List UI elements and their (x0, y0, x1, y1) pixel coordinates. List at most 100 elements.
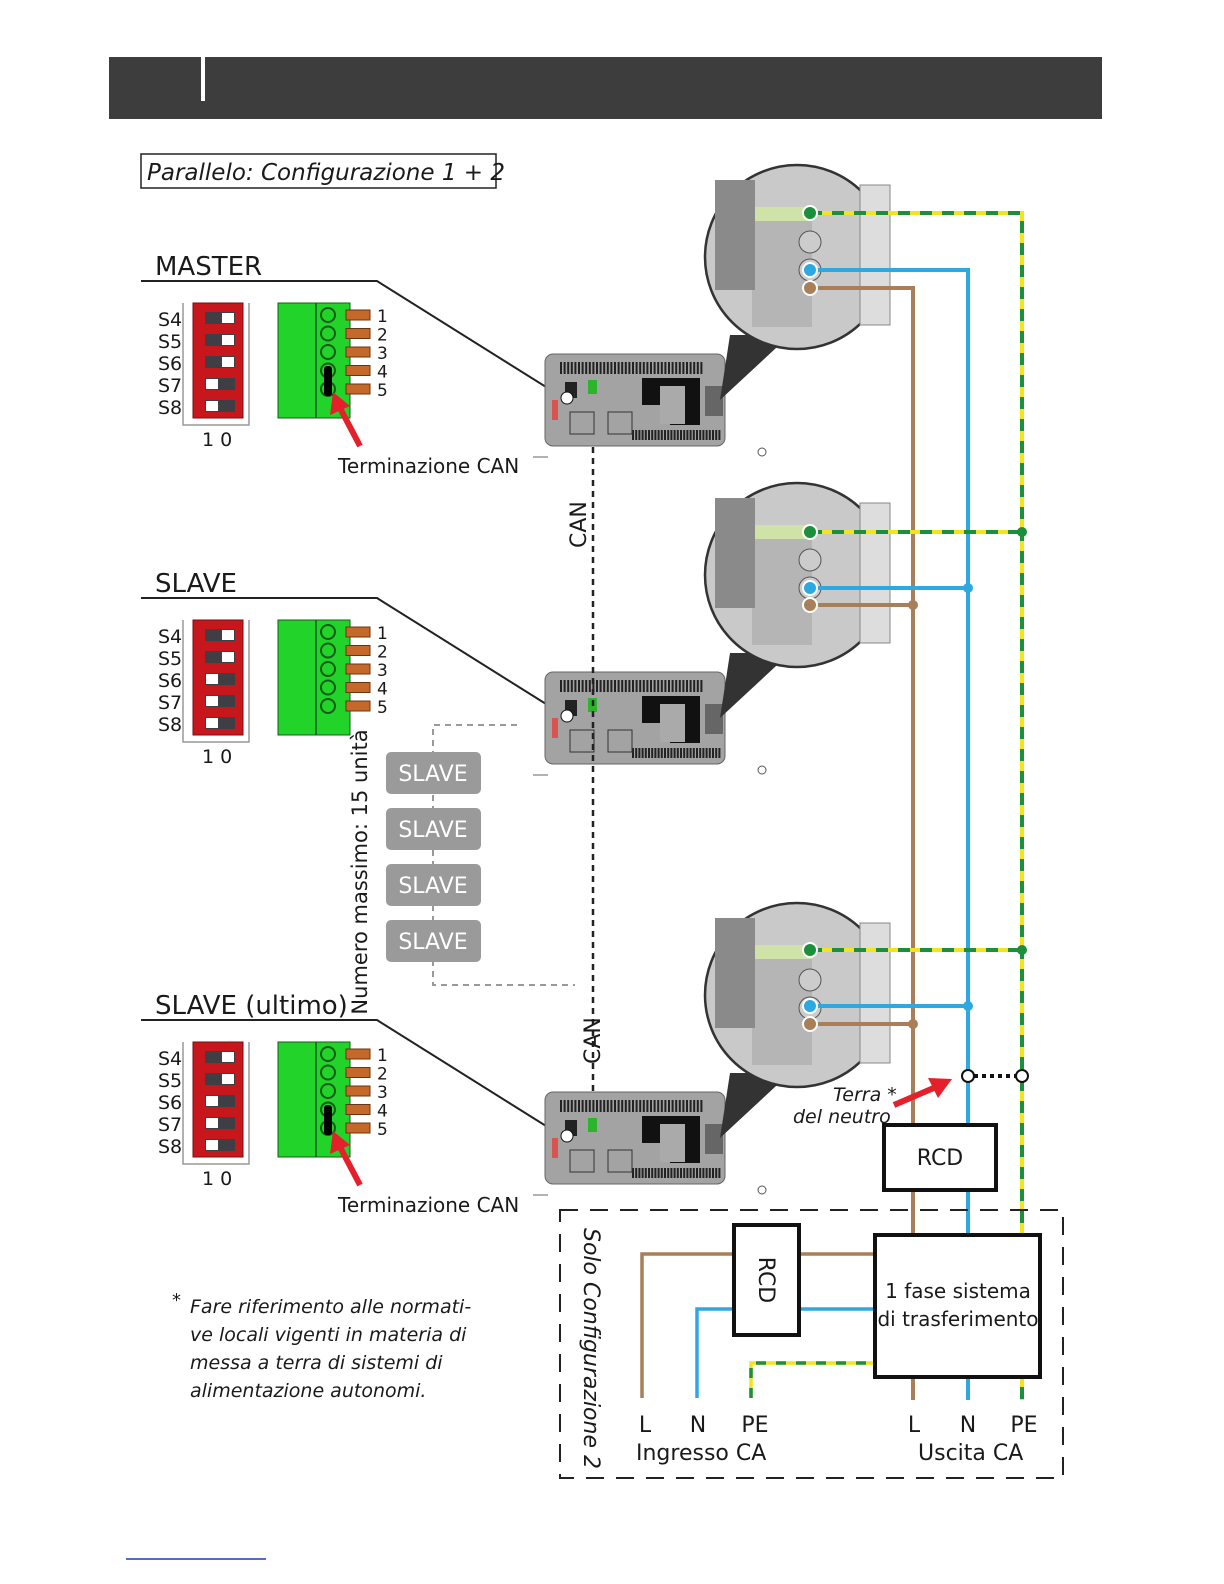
slave-unit-icon: SLAVE (386, 864, 481, 906)
dip-label: S7 (158, 692, 182, 714)
header-bar (109, 57, 1102, 119)
config2-box (559, 1209, 1064, 1479)
pin-number: 4 (377, 1102, 388, 1122)
connector-pin (345, 663, 371, 675)
slave-unit-label: SLAVE (398, 930, 467, 955)
header-divider (201, 57, 205, 101)
max-units-label: Numero massimo: 15 unità (348, 729, 372, 1014)
connector-hole (320, 679, 336, 696)
connector-pin (345, 383, 371, 395)
dip-scale-label: 1 0 (202, 1168, 232, 1190)
pin-number: 3 (377, 344, 388, 364)
input-wires (640, 1252, 875, 1398)
connector-pin (345, 346, 371, 358)
dip-switch-s4[interactable] (205, 312, 235, 324)
inverter-device (533, 1091, 767, 1196)
pin-number: 5 (377, 698, 388, 718)
dip-label: S5 (158, 648, 182, 670)
connector-pin (345, 700, 371, 712)
input-terminal-pe: PE (741, 1413, 768, 1438)
terminal-dot (802, 262, 818, 278)
connector-hole (320, 642, 336, 659)
dip-switch-s4[interactable] (205, 629, 235, 641)
dip-label: S8 (158, 397, 182, 419)
can-port (560, 1129, 574, 1143)
dip-switch-s7[interactable] (205, 695, 235, 707)
can-label-1: CAN (567, 501, 592, 548)
dip-label: S5 (158, 331, 182, 353)
dip-label: S6 (158, 1092, 182, 1114)
slave-unit-icon: SLAVE (386, 920, 481, 962)
diagram-title: Parallelo: Configurazione 1 + 2 (147, 160, 505, 186)
pin-number: 5 (377, 381, 388, 401)
leader-line (141, 280, 563, 398)
can-port (560, 709, 574, 723)
dip-switch-s4[interactable] (205, 1051, 235, 1063)
pe-wire (810, 211, 1024, 1400)
dip-switch-s7[interactable] (205, 1117, 235, 1129)
dip-switch-s7[interactable] (205, 378, 235, 390)
transfer-switch-box (873, 1233, 1042, 1379)
dip-label: S8 (158, 1136, 182, 1158)
connector-pin (345, 626, 371, 638)
pin-number: 3 (377, 661, 388, 681)
leader-line (141, 1019, 563, 1137)
slave-unit-label: SLAVE (398, 818, 467, 843)
terminal-dot (802, 942, 818, 958)
junction-dot (908, 600, 918, 610)
dip-switch-s6[interactable] (205, 356, 235, 368)
dip-switch-s6[interactable] (205, 673, 235, 685)
terminal-dot (802, 998, 818, 1014)
terminal-dot (802, 597, 818, 613)
neutral-earth-arrow-icon (892, 1078, 952, 1108)
connector-pin (345, 1104, 371, 1115)
unit-label: SLAVE (155, 569, 237, 599)
pin-number: 3 (377, 1083, 388, 1103)
dip-switch-s5[interactable] (205, 651, 235, 663)
dip-switch-s8[interactable] (205, 717, 235, 729)
can-label-2: CAN (581, 1017, 606, 1064)
connector-pin (345, 365, 371, 376)
neutral-earth-label-1: Terra * (833, 1084, 897, 1106)
connector-hole (320, 344, 336, 360)
slave-unit-label: SLAVE (398, 874, 467, 899)
dip-switch-s5[interactable] (205, 1073, 235, 1085)
termination-label: Terminazione CAN (337, 1193, 519, 1217)
terminal-magnifier (703, 481, 891, 718)
junction-dot (963, 1001, 973, 1011)
pin-number: 4 (377, 680, 388, 700)
dip-switch-s6[interactable] (205, 1095, 235, 1107)
footnote-line: messa a terra di sistemi di (190, 1352, 443, 1374)
connector-pin (345, 682, 371, 693)
pin-number: 1 (377, 307, 388, 327)
dip-label: S5 (158, 1070, 182, 1092)
inverter-device (533, 671, 767, 776)
dip-switch-s5[interactable] (205, 334, 235, 346)
dip-switch-s8[interactable] (205, 1139, 235, 1151)
dip-switch-s8[interactable] (205, 400, 235, 412)
connector-pin (345, 1067, 371, 1078)
termination-arrow-icon (330, 392, 363, 448)
rcd-input-label: RCD (753, 1257, 778, 1304)
rcd-output-label: RCD (917, 1146, 964, 1171)
slave-unit-label: SLAVE (398, 762, 467, 787)
connector-hole (320, 1064, 336, 1081)
connector-pin (345, 309, 371, 321)
connector-hole (320, 307, 336, 323)
pin-number: 4 (377, 363, 388, 383)
dip-label: S7 (158, 375, 182, 397)
neutral-wire (810, 268, 970, 1400)
termination-arrow-icon (330, 1131, 363, 1187)
termination-jumper (324, 366, 332, 396)
slave-unit-icon: SLAVE (386, 752, 481, 794)
input-label: Ingresso CA (636, 1441, 766, 1466)
terminal-dot (802, 524, 818, 540)
unit-label: SLAVE (ultimo) (155, 991, 348, 1021)
dip-label: S6 (158, 670, 182, 692)
input-terminal-n: N (690, 1413, 706, 1438)
